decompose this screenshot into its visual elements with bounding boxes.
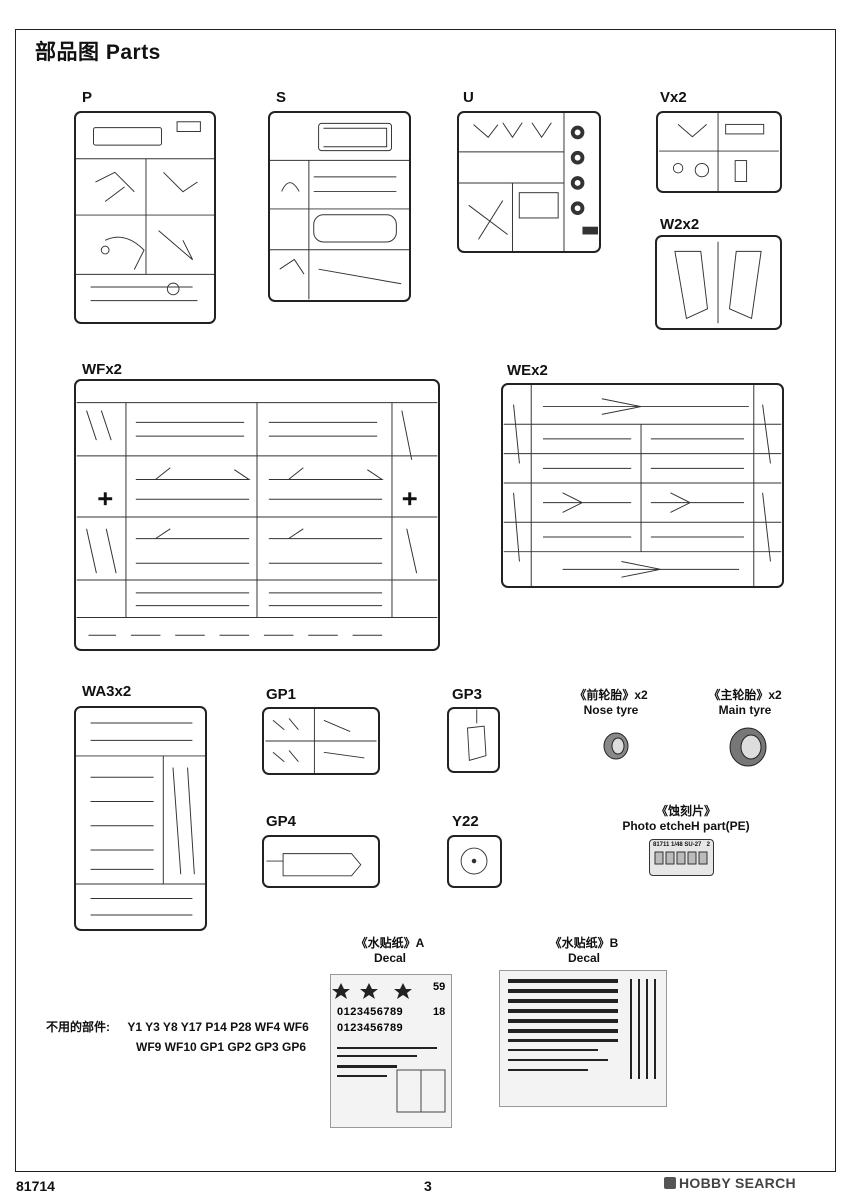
watermark: HOBBY SEARCH	[664, 1175, 796, 1191]
pe-plate-text: 81711 1/48 SU-27	[653, 842, 702, 848]
decal-a-label-cn: 《水贴纸》A	[355, 936, 425, 950]
sprue-gp1-frame	[262, 707, 380, 775]
sprue-label-v: Vx2	[660, 89, 687, 106]
main-tyre-image	[729, 727, 767, 767]
pe-label-en: Photo etcheH part(PE)	[622, 819, 750, 833]
nose-tyre-image	[603, 732, 629, 760]
sprue-gp3-frame	[447, 707, 500, 773]
pe-plate: 81711 1/48 SU-27 2	[649, 839, 714, 876]
sprue-u-drawing	[459, 113, 598, 251]
sprue-we-frame	[501, 383, 784, 588]
sprue-p-drawing	[76, 121, 214, 302]
sprue-v-drawing	[659, 113, 779, 191]
sprue-y22-frame	[447, 835, 502, 888]
sprue-gp4-frame	[262, 835, 380, 888]
unused-parts-line-2: WF9 WF10 GP1 GP2 GP3 GP6	[136, 1040, 307, 1054]
sprue-w2-drawing	[674, 241, 762, 324]
sprue-v-frame	[656, 111, 782, 193]
sprue-we-drawing	[503, 385, 782, 586]
decal-a-numbers: 0123456789	[337, 1006, 403, 1018]
main-tyre-label-en: Main tyre	[718, 703, 772, 717]
pe-label-cn: 《蚀刻片》	[655, 804, 716, 818]
sprue-label-u: U	[463, 89, 474, 106]
kit-code: 81714	[16, 1178, 55, 1194]
decal-b-drawing	[508, 979, 656, 1079]
main-tyre-label: 《主轮胎》x2 Main tyre	[700, 688, 790, 718]
pe-label: 《蚀刻片》 Photo etcheH part(PE)	[616, 804, 756, 834]
decal-b-label-cn: 《水贴纸》B	[549, 936, 619, 950]
sprue-wf-drawing	[76, 402, 438, 636]
decal-a-sheet: 59 18 0123456789 0123456789	[330, 974, 452, 1128]
decal-a-label-en: Decal	[373, 951, 407, 965]
sprue-y22-drawing	[460, 847, 488, 875]
page-number: 3	[424, 1178, 432, 1194]
sprue-wf-frame	[74, 379, 440, 651]
decal-b-sheet	[499, 970, 667, 1107]
page-frame	[15, 29, 836, 1172]
sprue-s-frame	[268, 111, 411, 302]
unused-parts-line-1: Y1 Y3 Y8 Y17 P14 P28 WF4 WF6	[127, 1020, 309, 1034]
sprue-label-gp1: GP1	[266, 686, 297, 703]
sprue-label-p: P	[82, 89, 93, 106]
decal-a-code: 59	[433, 981, 445, 993]
main-tyre-label-cn: 《主轮胎》x2	[708, 688, 782, 702]
nose-tyre-label-cn: 《前轮胎》x2	[574, 688, 648, 702]
sprue-gp3-drawing	[467, 709, 487, 761]
decal-a-code-2: 18	[433, 1006, 445, 1018]
sprue-label-gp3: GP3	[452, 686, 483, 703]
sprue-label-y22: Y22	[452, 813, 479, 830]
sprue-gp1-drawing	[265, 709, 377, 773]
sprue-wa3-drawing	[76, 722, 205, 916]
sprue-label-wa3: WA3x2	[82, 683, 132, 700]
decal-b-label-en: Decal	[567, 951, 601, 965]
sprue-gp4-drawing	[266, 853, 362, 877]
sprue-wa3-frame	[74, 706, 207, 931]
decal-a-label: 《水贴纸》A Decal	[340, 936, 440, 966]
sprue-u-frame	[457, 111, 601, 253]
page-title: 部品图 Parts	[35, 41, 161, 64]
sprue-label-s: S	[276, 89, 287, 106]
nose-tyre-label-en: Nose tyre	[583, 703, 639, 717]
sprue-label-we: WEx2	[507, 362, 548, 379]
sprue-label-gp4: GP4	[266, 813, 297, 830]
decal-a-drawing: 59 18 0123456789 0123456789	[332, 981, 446, 1113]
watermark-text: HOBBY SEARCH	[679, 1175, 796, 1191]
sprue-w2-frame	[655, 235, 782, 330]
unused-parts-note: 不用的部件: Y1 Y3 Y8 Y17 P14 P28 WF4 WF6 WF9 …	[46, 1017, 309, 1057]
pe-plate-num: 2	[706, 842, 710, 848]
decal-a-numbers-2: 0123456789	[337, 1022, 403, 1034]
unused-parts-label: 不用的部件:	[46, 1020, 110, 1034]
decal-b-label: 《水贴纸》B Decal	[534, 936, 634, 966]
sprue-s-drawing	[270, 122, 409, 300]
watermark-logo-icon	[664, 1177, 676, 1189]
nose-tyre-label: 《前轮胎》x2 Nose tyre	[566, 688, 656, 718]
pe-parts-drawing	[654, 851, 708, 865]
sprue-p-frame	[74, 111, 216, 324]
sprue-label-wf: WFx2	[82, 361, 123, 378]
sprue-label-w2: W2x2	[660, 216, 700, 233]
